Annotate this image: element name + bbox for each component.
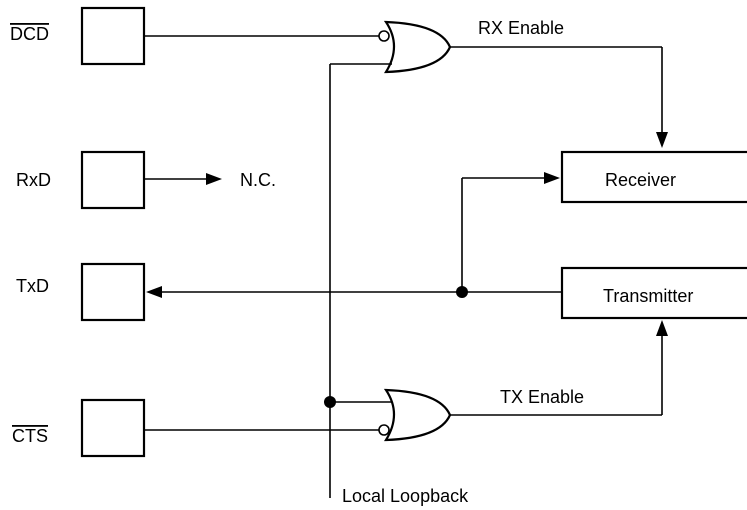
local-loopback-label: Local Loopback	[342, 486, 469, 506]
transmitter-label: Transmitter	[603, 286, 693, 306]
cts-inverter-bubble	[378, 424, 390, 436]
pin-box-rxd	[80, 150, 146, 210]
transmitter-block	[560, 266, 747, 320]
pin-box-txd	[80, 262, 146, 322]
rx-enable-arrowhead	[656, 132, 668, 148]
pin-label-txd: TxD	[16, 276, 49, 296]
rx-or-gate	[383, 20, 452, 74]
nc-label: N.C.	[240, 170, 276, 190]
pin-label-dcd: DCD	[10, 24, 49, 44]
receiver-input-arrowhead	[544, 172, 560, 184]
tx-enable-arrowhead	[656, 320, 668, 336]
receiver-block	[560, 150, 747, 204]
tx-enable-label: TX Enable	[500, 387, 584, 407]
dcd-inverter-bubble	[378, 30, 390, 42]
rx-enable-label: RX Enable	[478, 18, 564, 38]
pin-box-cts	[80, 398, 146, 458]
tx-or-gate	[383, 388, 452, 442]
txd-arrowhead	[146, 286, 162, 298]
pin-label-cts: CTS	[12, 426, 48, 446]
pin-label-rxd: RxD	[16, 170, 51, 190]
rxd-arrowhead	[206, 173, 222, 185]
receiver-label: Receiver	[605, 170, 676, 190]
loopback-junction-dot	[324, 396, 336, 408]
pin-box-dcd	[80, 6, 146, 66]
